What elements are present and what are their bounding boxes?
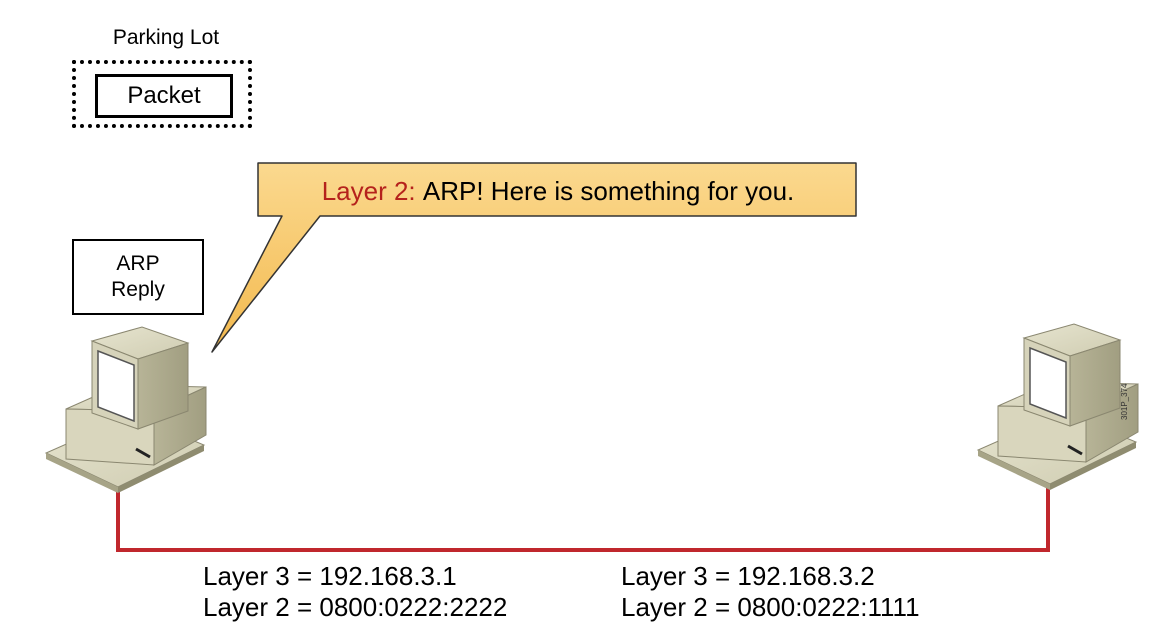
arp-reply-box: ARP Reply xyxy=(72,239,204,315)
bubble-message: ARP! Here is something for you. xyxy=(422,175,795,206)
arp-reply-line2: Reply xyxy=(111,278,165,301)
parking-lot-box xyxy=(72,60,252,128)
packet-box: Packet xyxy=(95,74,233,118)
parking-lot-label: Parking Lot xyxy=(112,26,220,49)
host-right-addresses: Layer 3 = 192.168.3.2 Layer 2 = 0800:022… xyxy=(621,561,920,623)
arp-reply-line1: ARP xyxy=(116,252,160,275)
desktop-computer-icon xyxy=(44,326,207,493)
host-right-layer2: Layer 2 = 0800:0222:1111 xyxy=(621,592,920,622)
desktop-computer-icon xyxy=(976,323,1139,490)
speech-bubble xyxy=(211,162,857,353)
figure-id: 301P_374 xyxy=(1120,383,1129,420)
host-left-layer2: Layer 2 = 0800:0222:2222 xyxy=(203,592,508,622)
packet-label: Packet xyxy=(127,82,201,109)
host-left-layer3: Layer 3 = 192.168.3.1 xyxy=(203,561,457,591)
bubble-prefix: Layer 2: xyxy=(321,175,416,206)
speech-bubble-text: Layer 2: ARP! Here is something for you. xyxy=(260,168,856,214)
host-left-addresses: Layer 3 = 192.168.3.1 Layer 2 = 0800:022… xyxy=(203,561,507,623)
host-right-layer3: Layer 3 = 192.168.3.2 xyxy=(621,561,875,591)
network-link xyxy=(116,476,1050,552)
